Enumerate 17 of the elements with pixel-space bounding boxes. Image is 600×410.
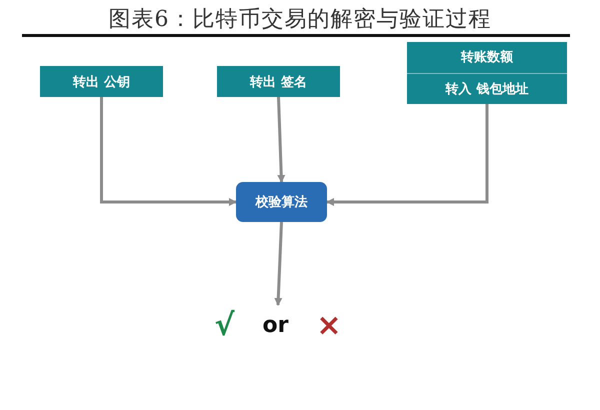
box-label: 转出 签名	[248, 74, 308, 92]
title: 图表6：比特币交易的解密与验证过程	[108, 6, 492, 34]
data-box	[407, 42, 567, 104]
process-box	[217, 66, 340, 97]
algorithm-box	[236, 182, 327, 222]
arrow	[274, 222, 283, 306]
box-label: 转出 公钥	[72, 74, 131, 92]
box-label: 转入 钱包地址	[407, 72, 567, 104]
or-text: or	[262, 312, 288, 338]
process-box	[40, 66, 163, 97]
arrow	[100, 97, 237, 206]
arrow	[326, 104, 488, 206]
arrow	[277, 96, 286, 183]
box-label: 转账数额	[460, 48, 514, 68]
check-mark: √	[214, 308, 234, 342]
box-label: 校验算法	[254, 194, 308, 212]
cross-mark: ×	[316, 308, 342, 342]
